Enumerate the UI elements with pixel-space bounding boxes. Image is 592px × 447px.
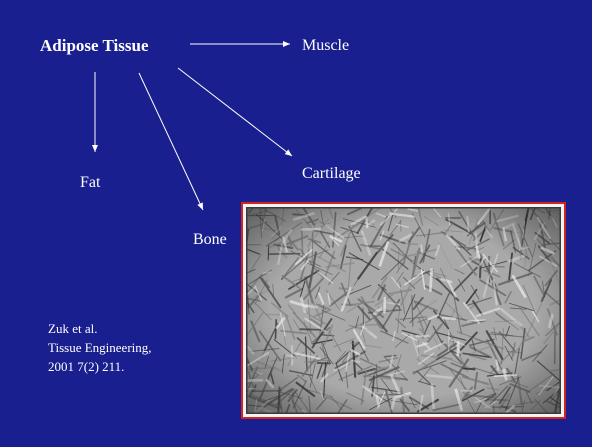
cell-micrograph-icon [246,207,561,414]
target-fat: Fat [80,174,100,192]
target-cartilage: Cartilage [302,165,361,183]
citation-volume: 2001 7(2) 211. [48,357,152,376]
citation-authors: Zuk et al. [48,319,152,338]
source-adipose-tissue: Adipose Tissue [40,36,149,56]
target-muscle: Muscle [302,37,349,55]
citation: Zuk et al. Tissue Engineering, 2001 7(2)… [48,319,152,376]
micrograph-image [241,202,566,419]
target-bone: Bone [193,231,227,249]
citation-journal: Tissue Engineering, [48,338,152,357]
arrow-to-cartilage [178,68,292,156]
arrow-to-bone [139,73,203,210]
